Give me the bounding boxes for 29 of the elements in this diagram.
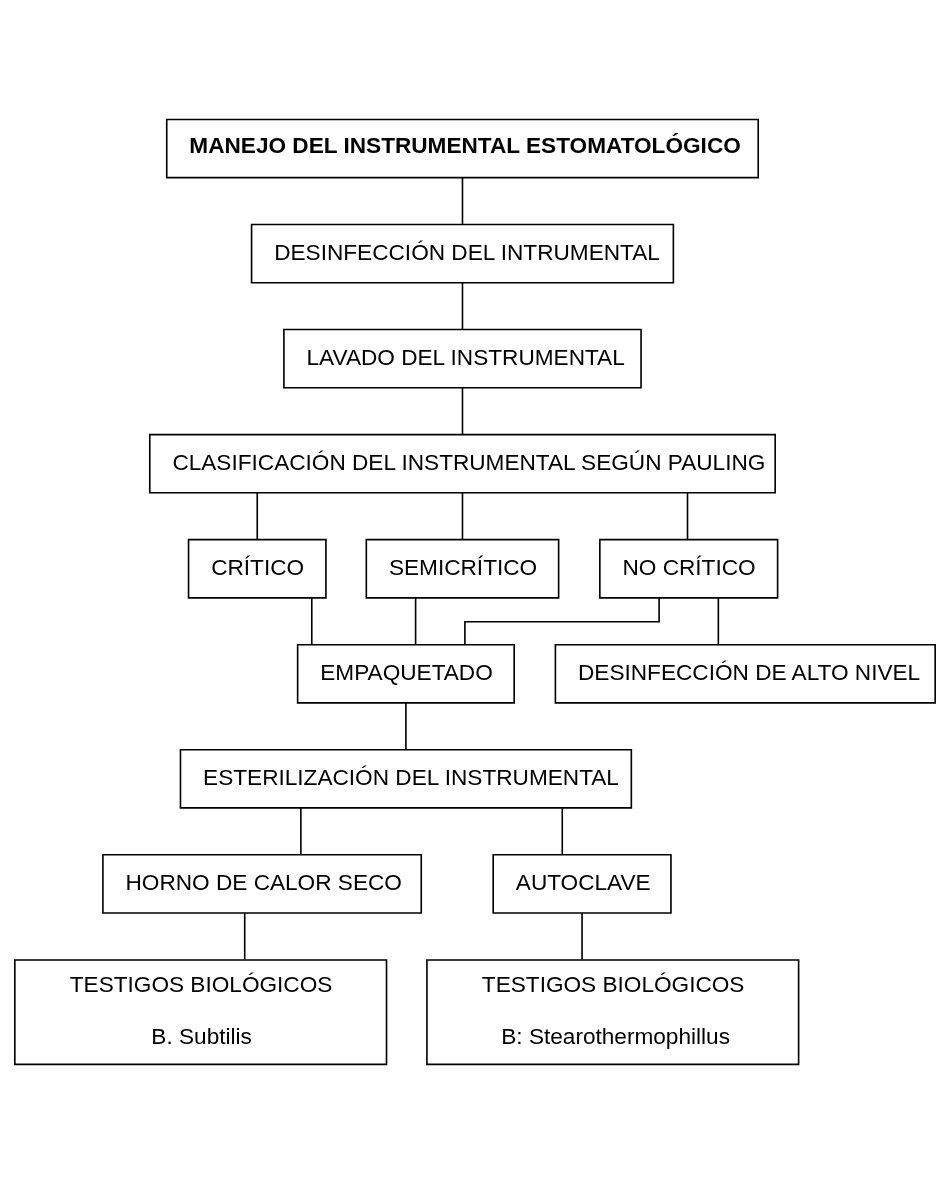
node-box: CRÍTICO bbox=[187, 538, 327, 599]
connector bbox=[461, 177, 464, 226]
connector bbox=[405, 702, 407, 751]
connector bbox=[461, 492, 464, 541]
node-box: MANEJO DEL INSTRUMENTAL ESTOMATOLÓGICO bbox=[165, 118, 759, 179]
node-box: CLASIFICACIÓN DEL INSTRUMENTAL SEGÚN PAULING bbox=[148, 433, 776, 494]
node-box: AUTOCLAVE bbox=[492, 853, 672, 914]
connector bbox=[256, 492, 259, 541]
connector bbox=[461, 387, 464, 436]
node-box: EMPAQUETADO bbox=[296, 643, 515, 704]
connector bbox=[300, 807, 302, 856]
connector bbox=[464, 597, 660, 645]
connector bbox=[414, 597, 417, 646]
node-box: TESTIGOS BIOLÓGICOS B. Subtilis bbox=[14, 959, 388, 1066]
connector bbox=[717, 597, 720, 646]
node-box: TESTIGOS BIOLÓGICOS B: Stearothermophillus bbox=[426, 959, 800, 1066]
connector bbox=[243, 912, 246, 961]
node-box: DESINFECCIÓN DEL INTRUMENTAL bbox=[250, 223, 675, 284]
node-box: NO CRÍTICO bbox=[599, 538, 779, 599]
connector bbox=[581, 912, 583, 961]
node-box: LAVADO DEL INSTRUMENTAL bbox=[283, 328, 642, 389]
node-box: SEMICRÍTICO bbox=[365, 538, 560, 599]
connector bbox=[561, 807, 564, 856]
node-box: HORNO DE CALOR SECO bbox=[102, 853, 423, 914]
connector bbox=[461, 282, 464, 331]
connector bbox=[310, 597, 313, 646]
node-box: ESTERILIZACIÓN DEL INSTRUMENTAL bbox=[179, 748, 633, 809]
connector bbox=[686, 492, 689, 541]
node-box: DESINFECCIÓN DE ALTO NIVEL bbox=[554, 643, 936, 704]
